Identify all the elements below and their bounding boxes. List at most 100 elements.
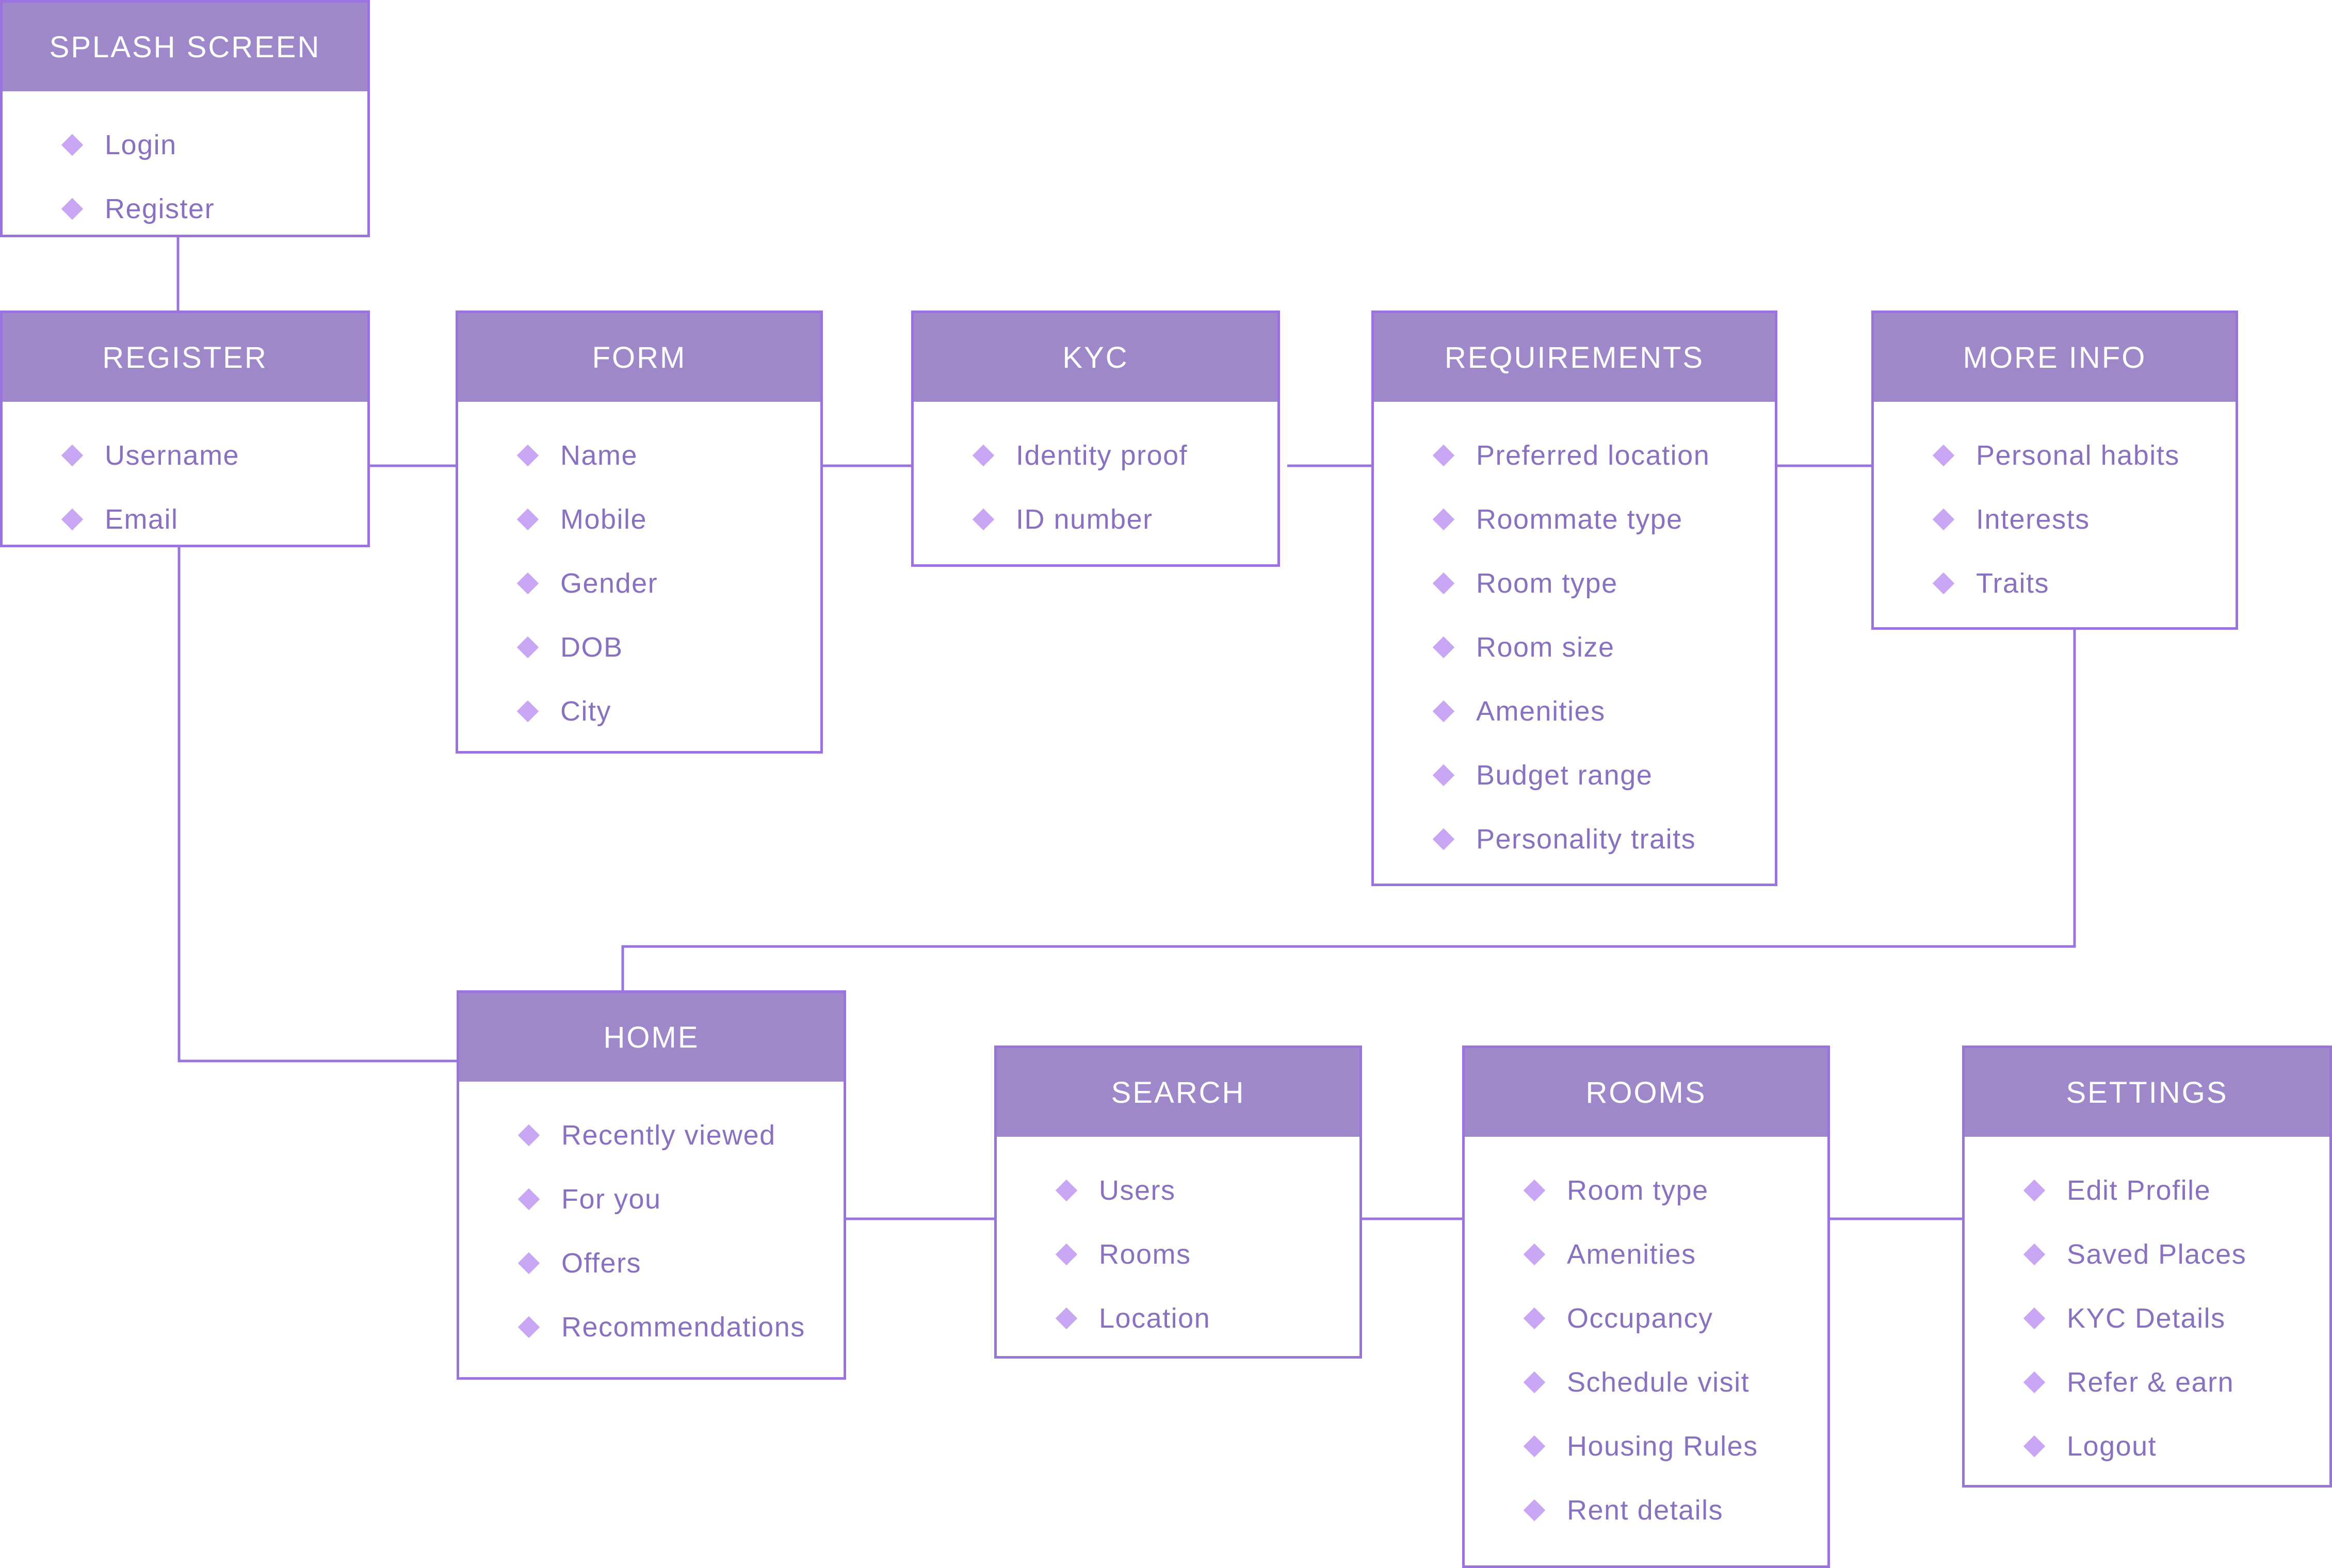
diamond-bullet-icon: [2023, 1371, 2046, 1394]
diamond-bullet-icon: [517, 1252, 540, 1275]
list-item: Traits: [1874, 551, 2236, 615]
diamond-bullet-icon: [1432, 508, 1455, 531]
diamond-bullet-icon: [1432, 764, 1455, 787]
list-item: Refer & earn: [1965, 1350, 2329, 1414]
list-item: Identity proof: [914, 423, 1277, 487]
diamond-bullet-icon: [1055, 1179, 1078, 1202]
diamond-bullet-icon: [516, 636, 539, 659]
list-item: Edit Profile: [1965, 1158, 2329, 1222]
list-item: ID number: [914, 487, 1277, 551]
diamond-bullet-icon: [1932, 444, 1955, 467]
diamond-bullet-icon: [1432, 636, 1455, 659]
diamond-bullet-icon: [61, 508, 84, 531]
diamond-bullet-icon: [972, 444, 995, 467]
list-item-label: Logout: [2067, 1431, 2157, 1462]
list-item-label: Occupancy: [1567, 1303, 1713, 1334]
list-item: Rooms: [997, 1222, 1359, 1286]
list-item-label: Amenities: [1567, 1239, 1696, 1270]
diamond-bullet-icon: [2023, 1307, 2046, 1330]
list-item: Room size: [1374, 615, 1775, 679]
kyc-header: KYC: [914, 313, 1277, 402]
list-item-label: Room size: [1476, 632, 1615, 663]
list-item: Recommendations: [459, 1295, 844, 1359]
list-item: Gender: [458, 551, 820, 615]
diamond-bullet-icon: [516, 444, 539, 467]
list-item-label: Amenities: [1476, 696, 1606, 727]
list-item-label: Personal habits: [1976, 440, 2180, 471]
list-item-label: Personality traits: [1476, 824, 1696, 855]
list-item: Amenities: [1374, 679, 1775, 743]
list-item: Occupancy: [1465, 1286, 1827, 1350]
list-item-label: Room type: [1476, 568, 1618, 599]
diamond-bullet-icon: [1523, 1371, 1546, 1394]
list-item: Location: [997, 1286, 1359, 1350]
list-item-label: Rent details: [1567, 1495, 1724, 1526]
list-item: Preferred location: [1374, 423, 1775, 487]
list-item: Mobile: [458, 487, 820, 551]
list-item-label: Traits: [1976, 568, 2049, 599]
list-item-label: Budget range: [1476, 760, 1653, 791]
search-header: SEARCH: [997, 1048, 1359, 1137]
list-item: Room type: [1374, 551, 1775, 615]
settings-header: SETTINGS: [1965, 1048, 2329, 1137]
list-item-label: Schedule visit: [1567, 1367, 1750, 1398]
diamond-bullet-icon: [1523, 1179, 1546, 1202]
diamond-bullet-icon: [61, 198, 84, 220]
list-item: Users: [997, 1158, 1359, 1222]
list-item-label: Name: [560, 440, 638, 471]
list-item-label: Roommate type: [1476, 504, 1683, 535]
home-header: HOME: [459, 993, 844, 1082]
diamond-bullet-icon: [517, 1316, 540, 1338]
diamond-bullet-icon: [1432, 700, 1455, 723]
list-item-label: Recommendations: [561, 1312, 805, 1343]
list-item: Offers: [459, 1231, 844, 1295]
list-item: Room type: [1465, 1158, 1827, 1222]
list-item: Saved Places: [1965, 1222, 2329, 1286]
requirements-header: REQUIREMENTS: [1374, 313, 1775, 402]
diamond-bullet-icon: [516, 508, 539, 531]
list-item-label: Gender: [560, 568, 658, 599]
list-item: Budget range: [1374, 743, 1775, 807]
register-header: REGISTER: [3, 313, 367, 402]
list-item: Interests: [1874, 487, 2236, 551]
list-item: Rent details: [1465, 1478, 1827, 1542]
diamond-bullet-icon: [61, 444, 84, 467]
list-item-label: Location: [1099, 1303, 1211, 1334]
list-item-label: Rooms: [1099, 1239, 1191, 1270]
list-item-label: Recently viewed: [561, 1120, 776, 1151]
list-item-label: Email: [105, 504, 179, 535]
diamond-bullet-icon: [1523, 1307, 1546, 1330]
diamond-bullet-icon: [1432, 828, 1455, 851]
list-item: Personality traits: [1374, 807, 1775, 871]
rooms-header: ROOMS: [1465, 1048, 1827, 1137]
list-item: Recently viewed: [459, 1103, 844, 1167]
diamond-bullet-icon: [516, 572, 539, 595]
list-item-label: Preferred location: [1476, 440, 1710, 471]
list-item: Schedule visit: [1465, 1350, 1827, 1414]
form-header: FORM: [458, 313, 820, 402]
list-item: Logout: [1965, 1414, 2329, 1478]
diamond-bullet-icon: [1932, 508, 1955, 531]
list-item: Personal habits: [1874, 423, 2236, 487]
diamond-bullet-icon: [1055, 1243, 1078, 1266]
list-item: Amenities: [1465, 1222, 1827, 1286]
diamond-bullet-icon: [2023, 1435, 2046, 1458]
diamond-bullet-icon: [1932, 572, 1955, 595]
list-item: Register: [3, 177, 367, 241]
diamond-bullet-icon: [1523, 1435, 1546, 1458]
list-item: Name: [458, 423, 820, 487]
list-item: DOB: [458, 615, 820, 679]
